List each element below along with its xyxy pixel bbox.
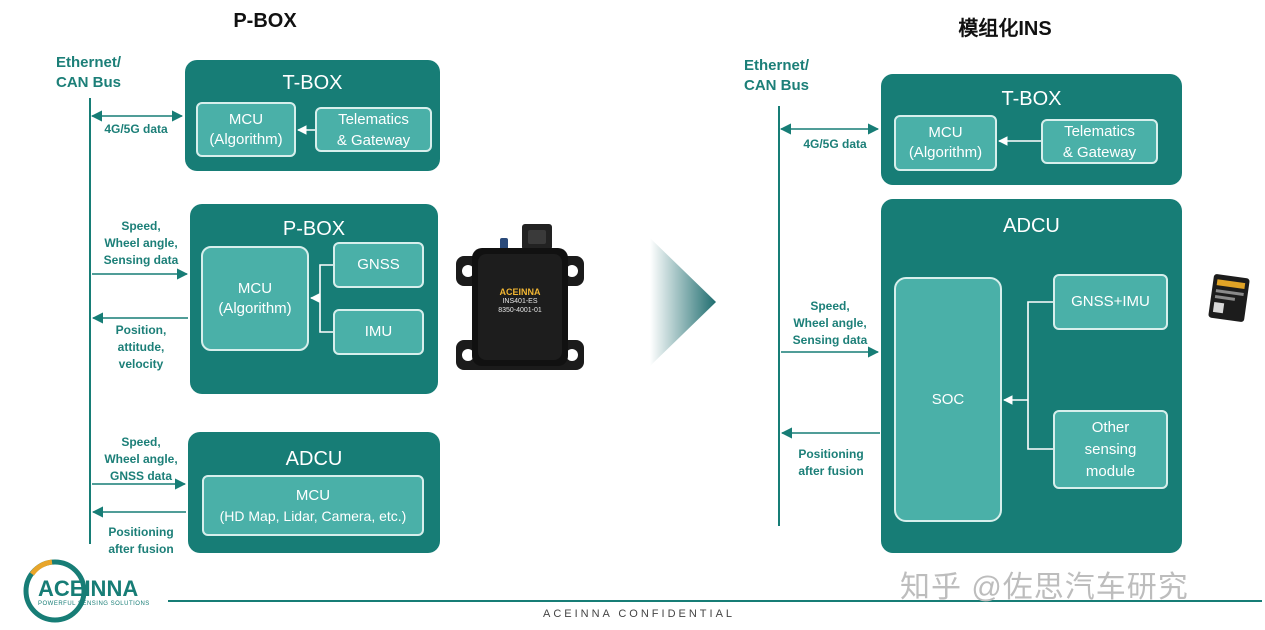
right-tbox-mcu: MCU(Algorithm) (894, 115, 997, 171)
right-bus-label: Ethernet/ CAN Bus (744, 57, 810, 94)
watermark-text: 知乎 @佐思汽车研究 (900, 571, 1189, 604)
left-pbox-in-label: Speed, Wheel angle, Sensing data (103, 219, 179, 267)
left-pbox-gnss: GNSS (333, 242, 424, 288)
right-adcu-out-label: Positioning after fusion (798, 447, 864, 478)
left-adcu-title: ADCU (285, 448, 343, 470)
left-tbox-link-label: 4G/5G data (104, 122, 168, 136)
left-bus-label: Ethernet/ CAN Bus (56, 54, 122, 91)
right-tbox-link-label: 4G/5G data (803, 137, 867, 151)
left-adcu-out-label: Positioning after fusion (108, 525, 174, 556)
pbox-device-image: ACEINNA INS401-ES 8350-4001-01 (456, 222, 584, 372)
left-tbox-telematics: Telematics& Gateway (315, 107, 432, 152)
left-title: P-BOX (233, 10, 297, 32)
right-adcu-soc: SOC (894, 277, 1002, 522)
right-tbox-title: T-BOX (1001, 88, 1062, 110)
left-adcu-mcu: MCU(HD Map, Lidar, Camera, etc.) (202, 475, 424, 536)
logo-text: ACEINNA (38, 576, 139, 601)
transition-arrow-icon (650, 238, 716, 366)
logo-tagline: POWERFUL SENSING SOLUTIONS (38, 601, 150, 607)
left-pbox-out-label: Position, attitude, velocity (115, 323, 167, 371)
confidential-label: ACEINNA CONFIDENTIAL (543, 608, 736, 620)
right-adcu-gnss-imu: GNSS+IMU (1053, 274, 1168, 330)
left-bus-line (89, 98, 91, 544)
right-adcu-title: ADCU (1003, 215, 1060, 237)
right-tbox-telematics: Telematics& Gateway (1041, 119, 1158, 164)
pbox-device-label: ACEINNA INS401-ES 8350-4001-01 (498, 287, 542, 315)
aceinna-logo: ACEINNA POWERFUL SENSING SOLUTIONS (22, 556, 162, 626)
left-pbox-mcu: MCU(Algorithm) (201, 246, 309, 351)
left-tbox-mcu: MCU(Algorithm) (196, 102, 296, 157)
right-bus-line (778, 106, 780, 526)
left-pbox-imu: IMU (333, 309, 424, 355)
left-adcu-in-label: Speed, Wheel angle, GNSS data (104, 435, 178, 483)
pbox-device-icon (456, 224, 584, 370)
left-tbox-title: T-BOX (282, 72, 343, 94)
right-adcu-in-label: Speed, Wheel angle, Sensing data (792, 299, 868, 347)
left-pbox-title: P-BOX (282, 218, 346, 240)
ins-module-chip-icon (1208, 274, 1250, 322)
right-title: 模组化INS (958, 18, 1052, 40)
logo-ring-icon (23, 559, 87, 623)
